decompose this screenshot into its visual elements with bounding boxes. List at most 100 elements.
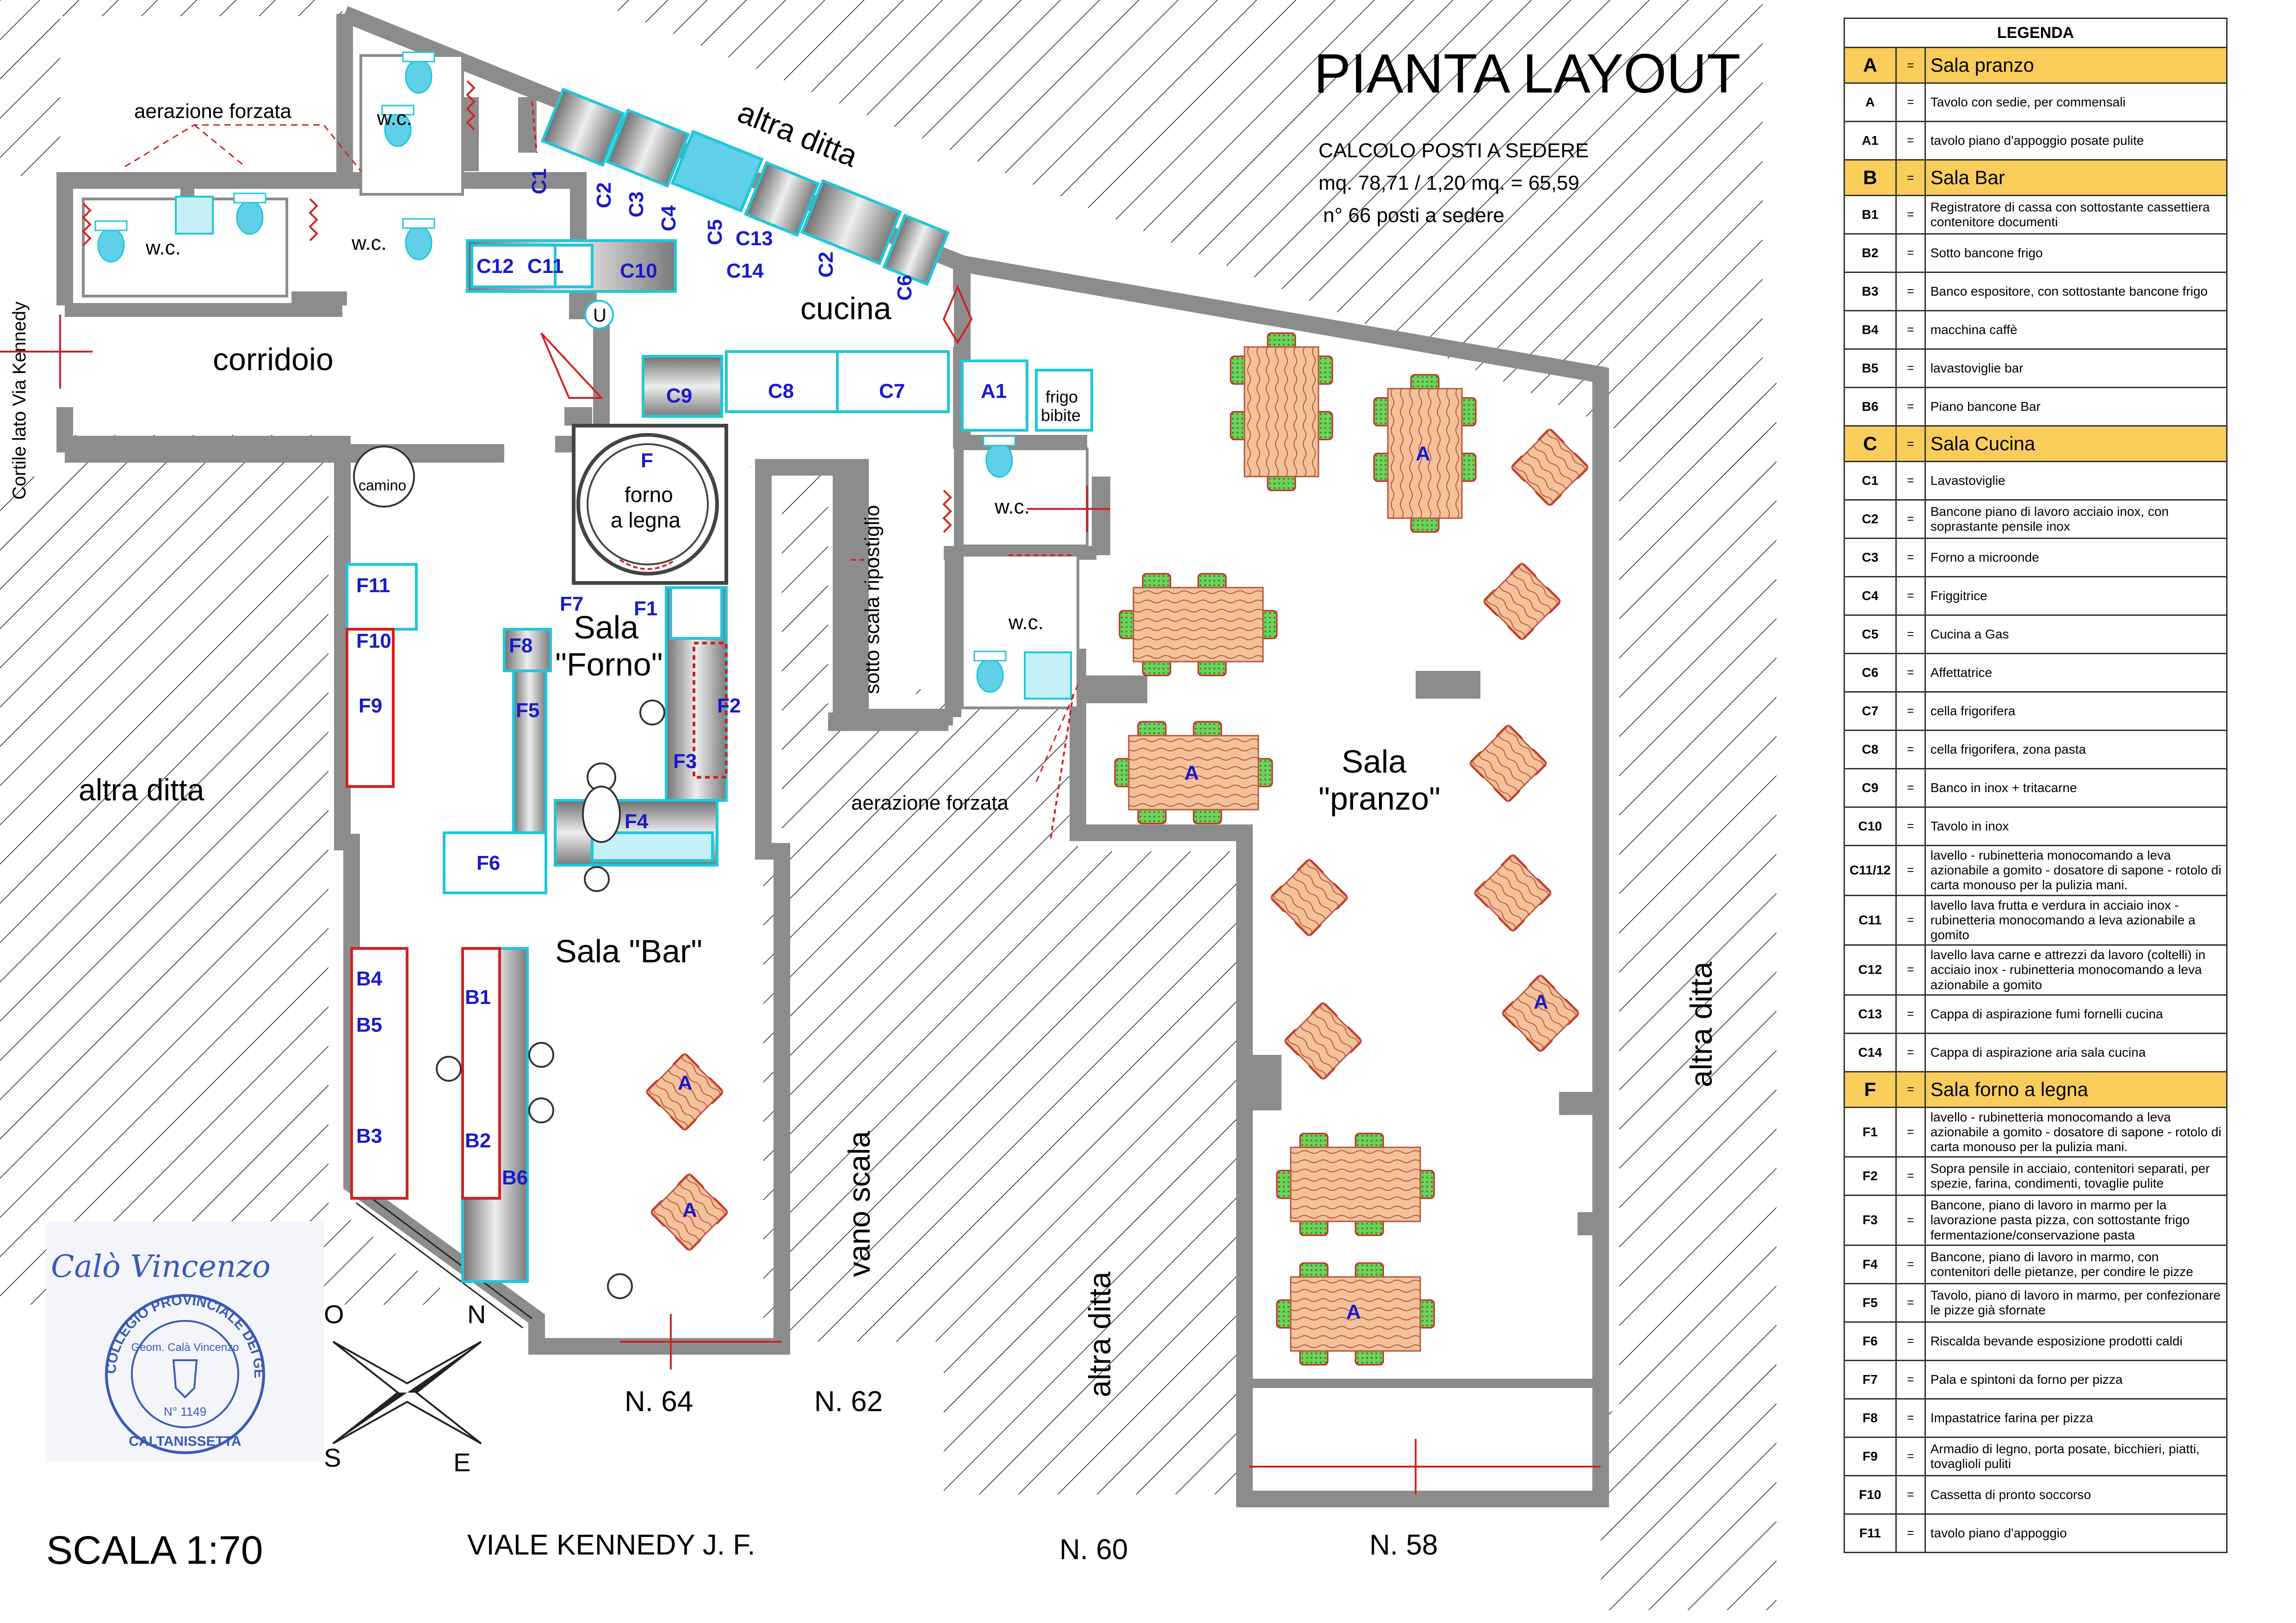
doors [0, 80, 1601, 1494]
legend-eq: = [1895, 691, 1926, 731]
legend-eq: = [1895, 768, 1926, 808]
seal-number: N° 1149 [164, 1405, 206, 1419]
legend-item-desc: Cassetta di pronto soccorso [1924, 1474, 2228, 1515]
legend-eq: = [1895, 1398, 1926, 1438]
legend-row: F5=Tavolo, piano di lavoro in marmo, per… [1844, 1282, 2228, 1323]
legend-row: C9=Banco in inox + tritacarne [1844, 768, 2228, 808]
code-c7: C7 [879, 380, 905, 403]
aerazione-left: aerazione forzata [134, 100, 292, 123]
code-c5: C5 [704, 219, 726, 245]
legend-item-desc: lavello lava frutta e verdura in acciaio… [1924, 894, 2228, 946]
altra-ditta-middle: altra ditta [1083, 1271, 1117, 1397]
cucina-label: cucina [800, 291, 891, 326]
wc-washbasin [175, 196, 214, 235]
legend-item-code: C1 [1844, 461, 1897, 501]
legend-eq: = [1895, 944, 1926, 996]
surveyor-stamp: Calò Vincenzo COLLEGIO PROVINCIALE DEI G… [46, 1221, 324, 1462]
legend-row: C12=lavello lava carne e attrezzi da lav… [1844, 944, 2228, 996]
legend-eq: = [1895, 499, 1926, 539]
code-c3: C3 [625, 192, 648, 217]
legend-item-code: F6 [1844, 1321, 1897, 1361]
legend-item-desc: Tavolo con sedie, per commensali [1924, 82, 2228, 122]
legend-item-desc: Banco espositore, con sottostante bancon… [1924, 272, 2228, 311]
legend-item-code: C12 [1844, 944, 1897, 996]
legend-eq: = [1895, 159, 1926, 196]
legend-item-desc: Cappa di aspirazione aria sala cucina [1924, 1032, 2228, 1072]
altra-ditta-right: altra ditta [1684, 961, 1718, 1087]
legend-item-desc: lavello - rubinetteria monocomando a lev… [1924, 1106, 2228, 1158]
legend-item-code: F1 [1844, 1106, 1897, 1158]
plan-title: PIANTA LAYOUT [1314, 43, 1740, 105]
legend-item-code: C7 [1844, 691, 1897, 731]
legend-section-code: A [1844, 47, 1897, 84]
partitions [65, 97, 1601, 1388]
legend-section: F=Sala forno a legna [1844, 1071, 2228, 1108]
legend-eq: = [1895, 653, 1926, 693]
code-a: A [1184, 762, 1199, 784]
legend-section: C=Sala Cucina [1844, 425, 2228, 462]
legend-item-desc: lavello - rubinetteria monocomando a lev… [1924, 845, 2228, 896]
legend-eq: = [1895, 1436, 1926, 1476]
legend-section: A=Sala pranzo [1844, 47, 2228, 84]
compass-icon: N O S E [324, 1300, 486, 1477]
legend-item-code: B1 [1844, 195, 1897, 235]
civic-n60: N. 60 [1059, 1534, 1128, 1566]
legend-item-desc: Lavastoviglie [1924, 461, 2228, 501]
legend-item-code: B3 [1844, 272, 1897, 311]
forno-label: forno [625, 483, 673, 507]
legend-item-code: C13 [1844, 994, 1897, 1034]
legend-header: LEGENDA [1844, 18, 2228, 48]
legend-item-desc: cella frigorifera [1924, 691, 2228, 731]
code-f9: F9 [359, 694, 382, 717]
legend-eq: = [1895, 1106, 1926, 1158]
code-f: F [641, 449, 653, 472]
code-f1: F1 [634, 597, 657, 620]
legend-section-name: Sala forno a legna [1924, 1071, 2228, 1108]
legend-item-desc: Armadio di legno, porta posate, bicchier… [1924, 1436, 2228, 1476]
people-icons [436, 700, 665, 1299]
kitchen-line [346, 87, 1093, 1283]
legend-eq: = [1895, 1071, 1926, 1108]
legend-item-code: B5 [1844, 348, 1897, 388]
code-c6: C6 [893, 275, 916, 301]
code-f11: F11 [356, 574, 390, 597]
code-c4: C4 [657, 205, 680, 231]
window-bar [356, 1193, 532, 1329]
legend-item-desc: Forno a microonde [1924, 538, 2228, 577]
sala-bar-label: Sala "Bar" [555, 933, 702, 969]
legend-row: B6=Piano bancone Bar [1844, 387, 2228, 427]
toilet-icon [402, 218, 435, 260]
legend-item-code: C2 [1844, 499, 1897, 539]
legend-item-desc: Registratore di cassa con sottostante ca… [1924, 195, 2228, 235]
legend-row: F2=Sopra pensile in acciaio, contenitori… [1844, 1156, 2228, 1196]
floor-plan: N O S E PIANTA LAYOUT CALCOLO POSTI A SE… [0, 0, 1776, 1610]
legend-item-code: A [1844, 82, 1897, 122]
hatch-top-right [592, 0, 1763, 490]
legend-section-name: Sala Bar [1924, 159, 2228, 196]
code-a: A [682, 1199, 697, 1221]
legend-eq: = [1895, 233, 1926, 273]
legend-item-code: C3 [1844, 538, 1897, 577]
legend-row: C7=cella frigorifera [1844, 691, 2228, 731]
legend-item-code: C9 [1844, 768, 1897, 808]
legend-eq: = [1895, 310, 1926, 350]
corridoio-label: corridoio [213, 342, 334, 377]
code-c12: C12 [477, 255, 514, 278]
frigo-label: frigo [1046, 387, 1078, 406]
legend-item-desc: Piano bancone Bar [1924, 387, 2228, 427]
code-b6: B6 [502, 1166, 528, 1189]
legend-item-code: B4 [1844, 310, 1897, 350]
legend-item-desc: Bancone piano di lavoro acciaio inox, co… [1924, 499, 2228, 539]
vano-scala-label: vano scala [842, 1131, 876, 1277]
frigo-label-2: bibite [1041, 406, 1081, 425]
legend-eq: = [1895, 730, 1926, 769]
legend-eq: = [1895, 1359, 1926, 1400]
legend-section: B=Sala Bar [1844, 159, 2228, 196]
legend-row: F3=Bancone, piano di lavoro in marmo per… [1844, 1195, 2228, 1246]
legend-eq: = [1895, 47, 1926, 84]
legend-row: F10=Cassetta di pronto soccorso [1844, 1474, 2228, 1515]
legend-section-name: Sala pranzo [1924, 47, 2228, 84]
legend-row: F1=lavello - rubinetteria monocomando a … [1844, 1106, 2228, 1158]
compass-e: E [453, 1448, 470, 1477]
code-c14: C14 [726, 260, 764, 282]
